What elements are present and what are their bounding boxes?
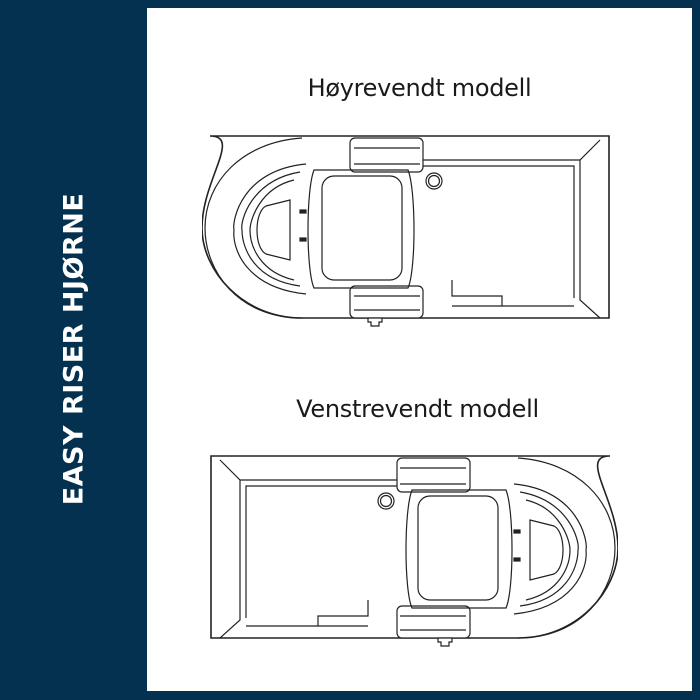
right-model-title: Høyrevendt modell xyxy=(307,74,532,102)
right-hand-bathtub-diagram xyxy=(202,135,610,327)
sidebar: EASY RISER HJØRNE xyxy=(0,0,147,700)
product-title: EASY RISER HJØRNE xyxy=(58,192,90,506)
left-model-title: Venstrevendt modell xyxy=(296,395,539,423)
bathtub-outline-icon xyxy=(210,455,618,647)
bathtub-outline-icon xyxy=(202,135,610,327)
content-panel: Høyrevendt modell xyxy=(147,8,692,691)
left-hand-bathtub-diagram xyxy=(210,455,618,647)
